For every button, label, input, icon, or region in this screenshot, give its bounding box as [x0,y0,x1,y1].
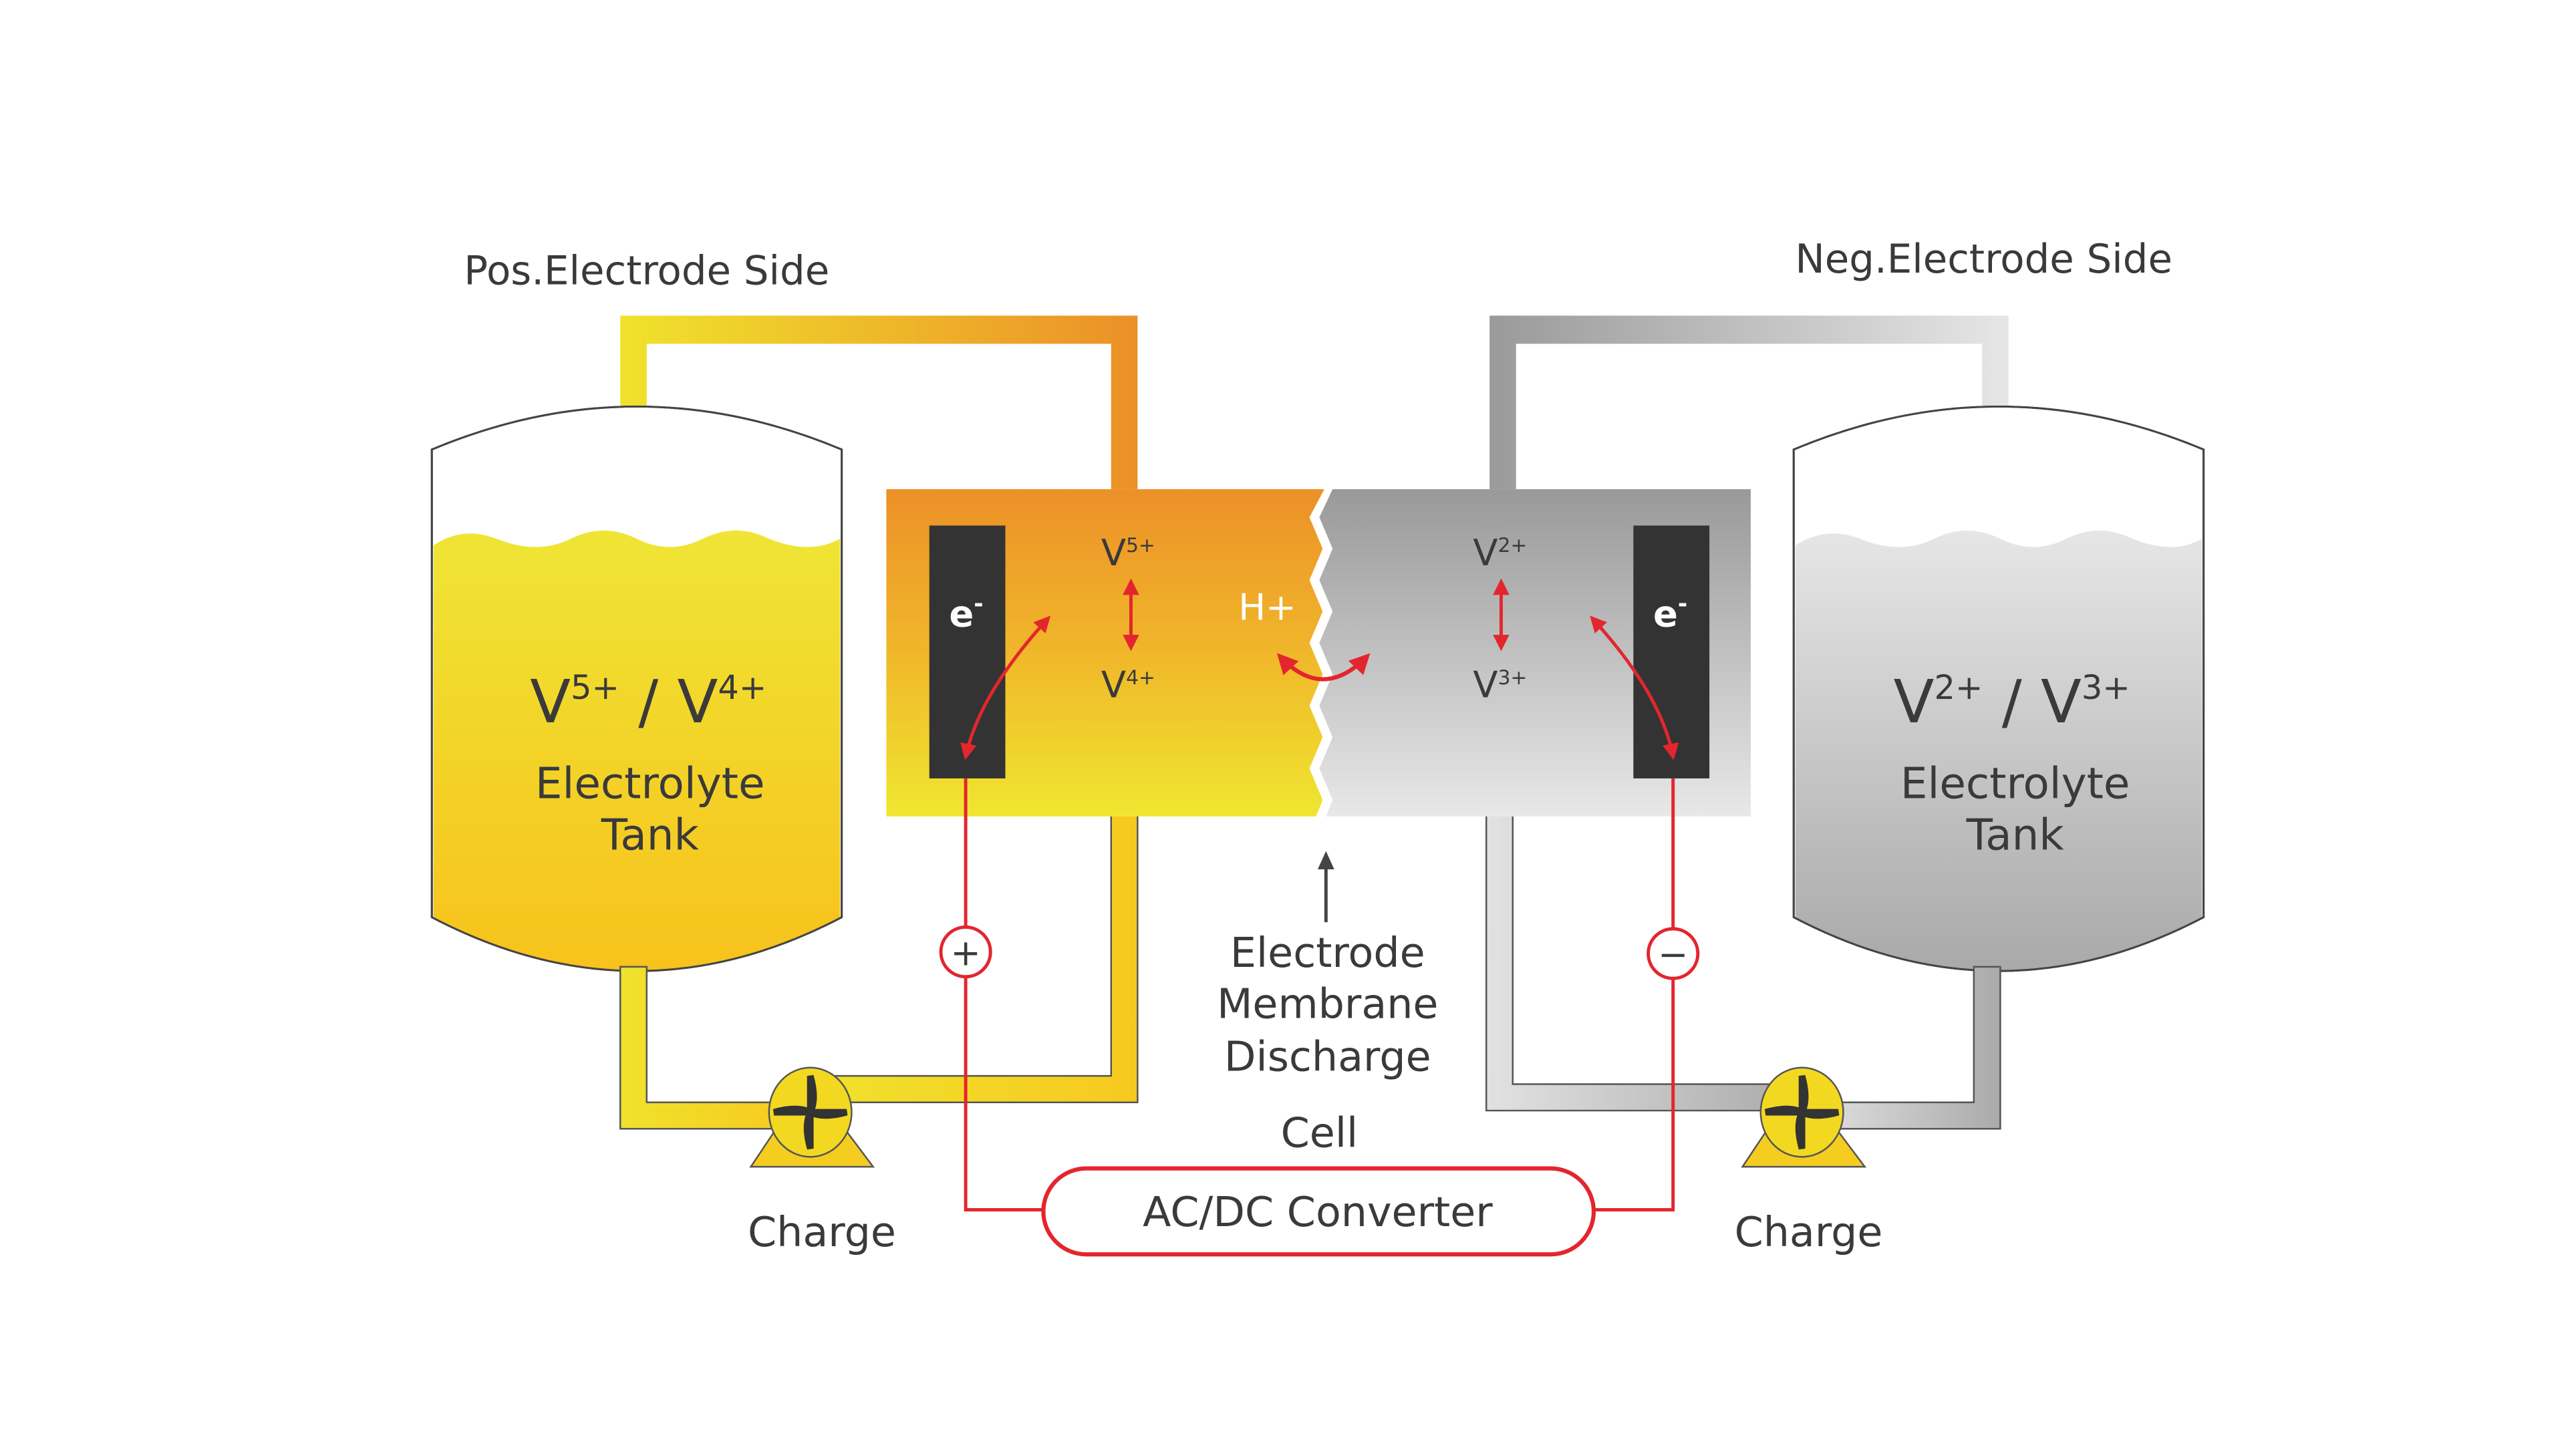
ion-v3: V3+ [1473,664,1527,706]
charge-label-left: Charge [748,1208,896,1256]
proton-exchange-arrow [1276,653,1371,682]
pos-electrolyte-tank [430,405,843,972]
ion-v4: V4+ [1101,664,1155,706]
left-tank-label-1: Electrolyte [535,759,765,809]
right-tank-label-1: Electrolyte [1900,759,2130,809]
converter-label: AC/DC Converter [1143,1188,1493,1236]
negative-electrode [1633,525,1710,778]
plus-sign: + [950,931,981,974]
pos-side-label: Pos.Electrode Side [464,247,829,293]
ion-v2: V2+ [1473,531,1527,574]
left-tank-ions: V5+ / V4+ [530,667,766,736]
charge-label-right: Charge [1735,1208,1883,1256]
negative-terminal [1647,927,1700,980]
pump-right [1741,1066,1867,1168]
membrane-label-3: Discharge [1224,1033,1431,1081]
membrane-pointer [1317,851,1334,923]
electric-circuit [939,778,1700,1257]
fan-icon [1764,1074,1840,1150]
right-tank-ions: V2+ / V3+ [1894,667,2130,736]
ac-dc-converter [1041,1166,1596,1257]
neg-side-label: Neg.Electrode Side [1795,236,2172,282]
positive-electrode [929,525,1006,778]
cell-label: Cell [1281,1109,1359,1157]
minus-sign: − [1658,933,1689,976]
left-tank-label-2: Tank [601,810,700,860]
proton-label: H+ [1238,585,1296,628]
electron-arrow-right [1590,615,1679,760]
right-tank-label-2: Tank [1966,810,2065,860]
pump-left [749,1066,875,1168]
ion-v5: V5+ [1101,531,1155,574]
fan-icon [772,1074,848,1150]
neg-electrolyte-tank [1792,405,2205,972]
membrane-label-1: Electrode [1230,929,1425,977]
membrane-label-2: Membrane [1217,980,1438,1028]
positive-terminal [939,925,992,979]
electron-arrow-left [960,615,1051,760]
electrochemical-cell: e- e- V5+ V4+ V2+ V3+ H+ [886,489,1751,817]
